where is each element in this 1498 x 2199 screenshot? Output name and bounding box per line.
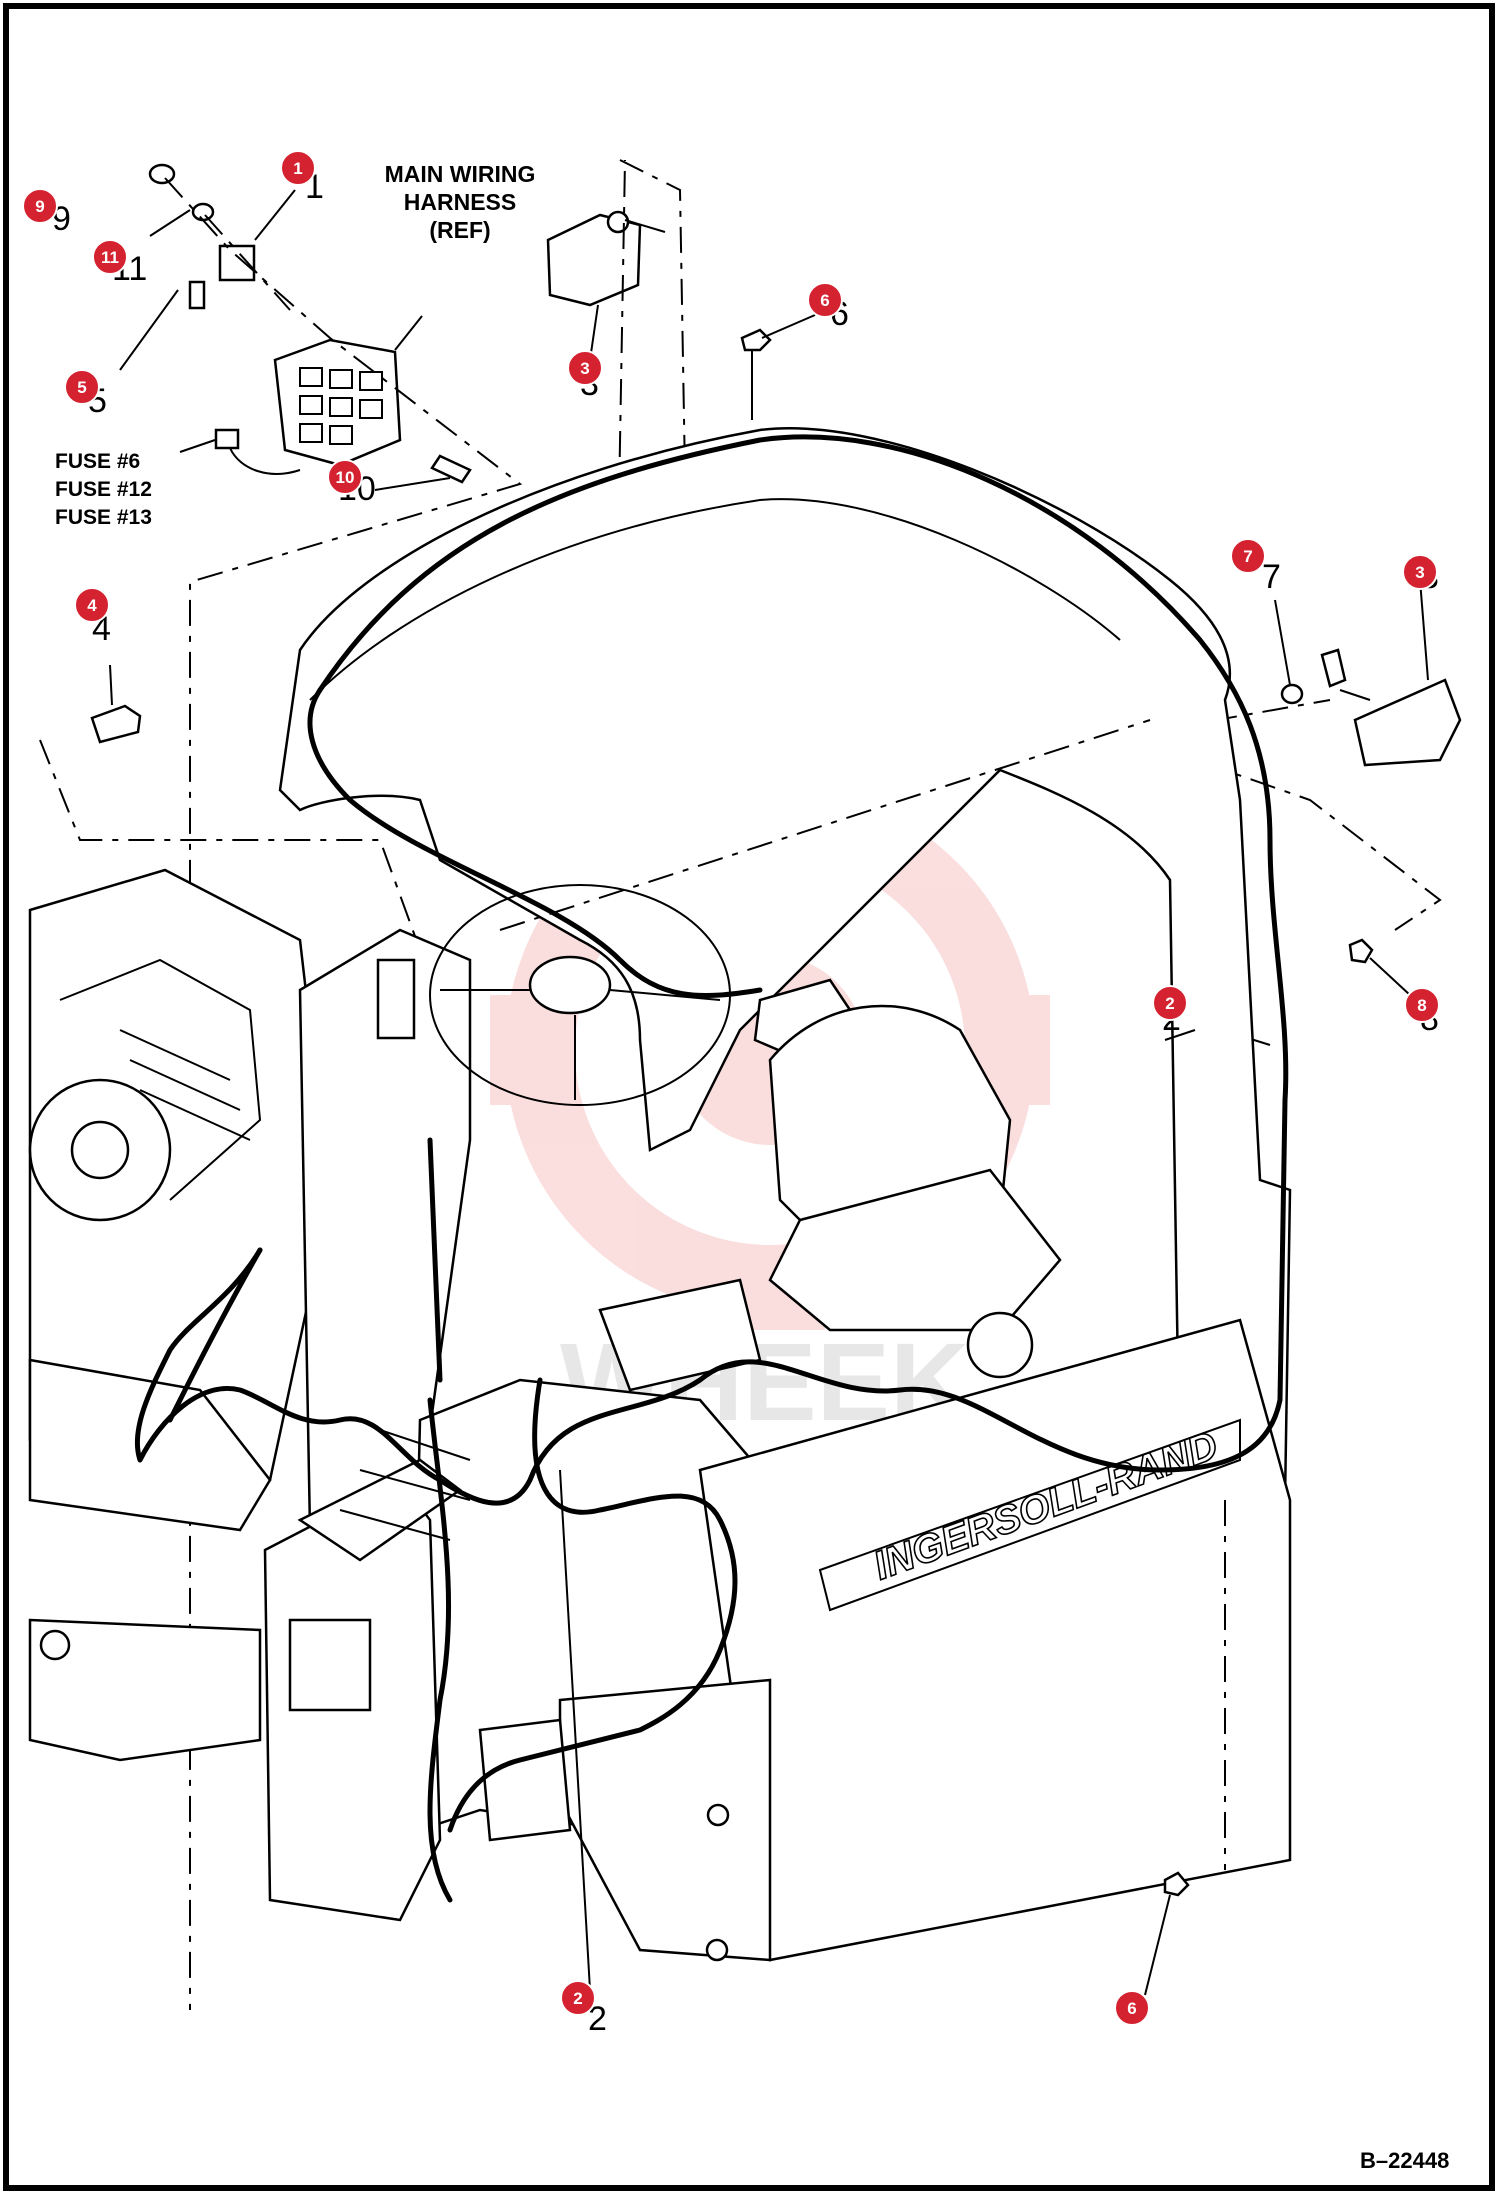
- nut-8: [1348, 938, 1374, 964]
- work-light: [1353, 678, 1462, 767]
- leader-2b: [559, 1469, 591, 1991]
- svg-text:3: 3: [1415, 563, 1424, 582]
- callouts: 1 9 11 5 10 3 6 4 7 3 8 2 2 6: [22, 150, 1440, 2026]
- rocker-switch: [90, 704, 142, 744]
- svg-text:6: 6: [1127, 1999, 1136, 2018]
- svg-text:9: 9: [35, 197, 44, 216]
- callout-11[interactable]: 11: [92, 239, 128, 275]
- fuse-label-13: FUSE #13: [55, 506, 152, 529]
- fuse-clip: [188, 280, 206, 310]
- callout-7[interactable]: 7: [1230, 538, 1266, 574]
- svg-text:3: 3: [580, 359, 589, 378]
- svg-text:5: 5: [77, 378, 86, 397]
- nut-6-bottom: [1163, 1871, 1190, 1897]
- callout-6a[interactable]: 6: [807, 282, 843, 318]
- instrument-cluster: [376, 958, 416, 1040]
- ref-line-2: HARNESS: [404, 189, 516, 215]
- callout-2a[interactable]: 2: [1152, 985, 1188, 1021]
- svg-text:2: 2: [1165, 994, 1174, 1013]
- svg-text:8: 8: [1417, 996, 1426, 1015]
- callout-6b[interactable]: 6: [1114, 1990, 1150, 2026]
- callout-2b[interactable]: 2: [560, 1980, 596, 2016]
- svg-text:1: 1: [293, 159, 302, 178]
- relay: [218, 244, 256, 282]
- switch-4-group: [39, 664, 421, 951]
- steering-console: [298, 884, 852, 1532]
- washer-7: [1280, 683, 1304, 705]
- svg-text:11: 11: [101, 248, 119, 267]
- callout-3a[interactable]: 3: [567, 350, 603, 386]
- svg-text:2: 2: [588, 2000, 607, 2038]
- leader-2a: [1164, 1029, 1196, 1041]
- operator-seat: [598, 1004, 1062, 1392]
- ref-line-3: (REF): [429, 217, 490, 243]
- svg-text:4: 4: [87, 596, 97, 615]
- callout-9[interactable]: 9: [22, 188, 58, 224]
- drawing-number: B–22448: [1360, 2148, 1449, 2173]
- fuse-label-12: FUSE #12: [55, 478, 152, 501]
- nut-9: [148, 163, 176, 185]
- svg-text:6: 6: [820, 291, 829, 310]
- svg-text:7: 7: [1262, 558, 1281, 596]
- switch-body: [546, 213, 642, 307]
- screw-10: [430, 454, 472, 484]
- callout-4[interactable]: 4: [74, 587, 110, 623]
- fuse-label-6: FUSE #6: [55, 450, 140, 473]
- frame-border: [3, 3, 1495, 2191]
- washer-11: [191, 202, 215, 222]
- brand-panel: [818, 1418, 1241, 1612]
- svg-text:7: 7: [1243, 547, 1252, 566]
- leader-6b: [1144, 1894, 1171, 1996]
- callout-1[interactable]: 1: [280, 150, 316, 186]
- wiring-harness: [134, 434, 1289, 1903]
- callout-10[interactable]: 10: [327, 459, 363, 495]
- fuse-box-group: [119, 163, 523, 2010]
- callout-5[interactable]: 5: [64, 369, 100, 405]
- fuse: [214, 428, 240, 450]
- nut-6-top: [740, 314, 816, 420]
- lower-frame: [263, 1318, 1292, 1962]
- engine: [28, 868, 332, 1762]
- svg-text:2: 2: [573, 1989, 582, 2008]
- callout-8[interactable]: 8: [1404, 987, 1440, 1023]
- callout-3b[interactable]: 3: [1402, 554, 1438, 590]
- ref-line-1: MAIN WIRING: [385, 161, 536, 187]
- svg-text:10: 10: [336, 468, 355, 487]
